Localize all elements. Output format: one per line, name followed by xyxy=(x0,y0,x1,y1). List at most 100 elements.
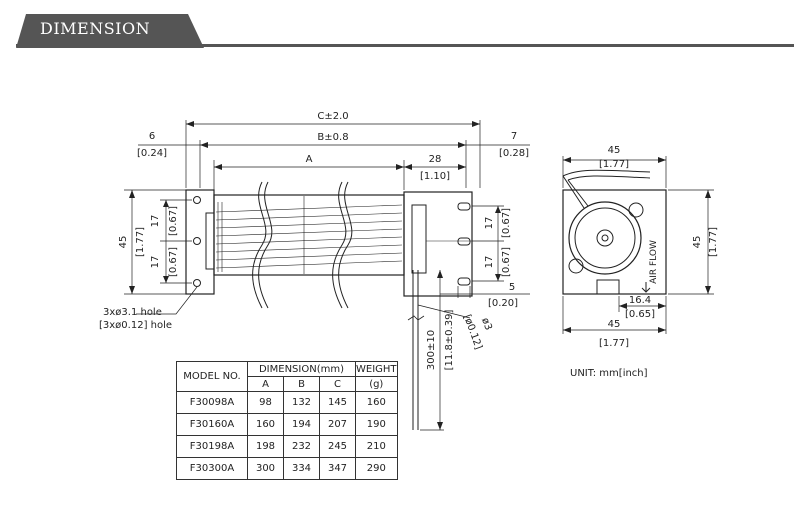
label-dim-5: 5 xyxy=(509,282,515,293)
side-lead-drop-1 xyxy=(562,175,585,209)
table-row: F30098A 98 132 145 160 xyxy=(176,391,398,414)
section-title: DIMENSION xyxy=(40,19,151,38)
motor-inner-circle xyxy=(574,207,636,269)
label-dim-17-left-top: 17 xyxy=(150,215,161,228)
label-hole-inch: [3xø0.12] hole xyxy=(99,320,172,331)
header-divider xyxy=(16,44,794,47)
label-dim-17-right-top: 17 xyxy=(484,217,495,230)
label-side-16-4: 16.4 xyxy=(629,295,651,306)
cell-weight: 190 xyxy=(355,413,398,436)
table-row: F30160A 160 194 207 190 xyxy=(176,413,398,436)
cell-model: F30198A xyxy=(176,435,248,458)
label-dim-c: C±2.0 xyxy=(317,111,348,122)
label-dim-7-inch: [0.28] xyxy=(499,148,529,159)
label-side-top-45-inch: [1.77] xyxy=(599,159,629,170)
cell-model: F30098A xyxy=(176,391,248,414)
cell-model: F30160A xyxy=(176,413,248,436)
mount-lug-bottom xyxy=(568,258,584,274)
cell-a: 300 xyxy=(247,457,284,480)
front-arrowheads xyxy=(129,121,501,430)
header-weight: WEIGHT xyxy=(355,361,398,377)
label-lead-diameter: ø3 xyxy=(479,316,494,331)
cell-b: 194 xyxy=(283,413,320,436)
left-bearing-cap xyxy=(205,212,215,270)
lead-break-mark xyxy=(407,315,425,321)
label-side-bottom-45-inch: [1.77] xyxy=(599,338,629,349)
label-dim-a: A xyxy=(306,154,313,165)
header-a: A xyxy=(247,376,284,392)
label-dim-28: 28 xyxy=(429,154,442,165)
motor-mount-bottom xyxy=(457,277,471,286)
break-line-left-2 xyxy=(258,181,273,309)
header-c: C xyxy=(319,376,356,392)
label-dim-17-right-top-inch: [0.67] xyxy=(501,208,512,238)
cell-c: 245 xyxy=(319,435,356,458)
motor-mount-top xyxy=(457,202,471,211)
cell-b: 132 xyxy=(283,391,320,414)
section-header-tab xyxy=(16,14,206,48)
cell-c: 347 xyxy=(319,457,356,480)
drawing-labels: C±2.0 B±0.8 A 28 [1.10] 6 [0.24] 7 [0.28… xyxy=(99,111,719,370)
label-dim-7: 7 xyxy=(511,131,517,142)
break-line-right-2 xyxy=(338,181,353,309)
mount-hole-top xyxy=(193,196,201,204)
model-dimension-table: MODEL NO. DIMENSION(mm) WEIGHT A B C (g)… xyxy=(176,361,398,480)
cell-b: 232 xyxy=(283,435,320,458)
side-view xyxy=(562,156,714,334)
mount-lug-top xyxy=(628,202,644,218)
header-weight-unit: (g) xyxy=(355,376,398,392)
label-hole-mm: 3xø3.1 hole xyxy=(103,307,162,318)
shaft xyxy=(601,234,609,242)
cell-weight: 160 xyxy=(355,391,398,414)
label-dim-6: 6 xyxy=(149,131,155,142)
cell-weight: 210 xyxy=(355,435,398,458)
cell-a: 160 xyxy=(247,413,284,436)
label-dim-17-left-bottom-inch: [0.67] xyxy=(168,247,179,277)
cell-a: 198 xyxy=(247,435,284,458)
motor-outer-circle xyxy=(568,201,642,275)
mount-hole-mid xyxy=(193,237,201,245)
cell-c: 145 xyxy=(319,391,356,414)
label-airflow: AIR FLOW xyxy=(649,240,659,284)
unit-note: UNIT: mm[inch] xyxy=(570,368,648,379)
label-dim-17-right-bottom: 17 xyxy=(484,256,495,269)
bottom-clip xyxy=(596,279,620,295)
cell-b: 334 xyxy=(283,457,320,480)
label-dim-5-inch: [0.20] xyxy=(488,298,518,309)
header-b: B xyxy=(283,376,320,392)
motor-body xyxy=(411,204,427,274)
label-lead-length: 300±10 xyxy=(426,330,437,370)
header-model-no: MODEL NO. xyxy=(176,361,248,392)
header-tab-shape xyxy=(16,14,204,48)
label-dim-17-left-top-inch: [0.67] xyxy=(168,206,179,236)
label-dim-45-left: 45 xyxy=(118,236,129,249)
airflow-arrow xyxy=(641,282,651,293)
label-side-right-45: 45 xyxy=(692,236,703,249)
label-dim-b: B±0.8 xyxy=(317,132,348,143)
side-arrowheads xyxy=(563,157,711,333)
front-dimension-lines xyxy=(124,120,530,431)
shaft-hub xyxy=(596,229,614,247)
label-dim-17-right-bottom-inch: [0.67] xyxy=(501,247,512,277)
label-lead-length-inch: [11.8±0.39] xyxy=(444,310,455,371)
side-lead-2 xyxy=(567,175,651,181)
label-dim-28-inch: [1.10] xyxy=(420,171,450,182)
side-lead-1 xyxy=(562,169,651,177)
label-side-right-45-inch: [1.77] xyxy=(708,227,719,257)
label-side-bottom-45: 45 xyxy=(608,319,621,330)
label-side-16-4-inch: [0.65] xyxy=(625,309,655,320)
label-dim-17-left-bottom: 17 xyxy=(150,256,161,269)
motor-mount-mid xyxy=(457,237,471,246)
table-row: F30300A 300 334 347 290 xyxy=(176,457,398,480)
label-side-top-45: 45 xyxy=(608,145,621,156)
impeller-blades xyxy=(215,196,403,274)
cell-model: F30300A xyxy=(176,457,248,480)
mount-hole-bottom xyxy=(193,279,201,287)
label-dim-6-inch: [0.24] xyxy=(137,148,167,159)
side-lead-drop-2 xyxy=(567,179,589,207)
table-row: F30198A 198 232 245 210 xyxy=(176,435,398,458)
header-dimension: DIMENSION(mm) xyxy=(247,361,356,377)
label-dim-45-left-inch: [1.77] xyxy=(135,227,146,257)
front-view xyxy=(124,120,530,431)
